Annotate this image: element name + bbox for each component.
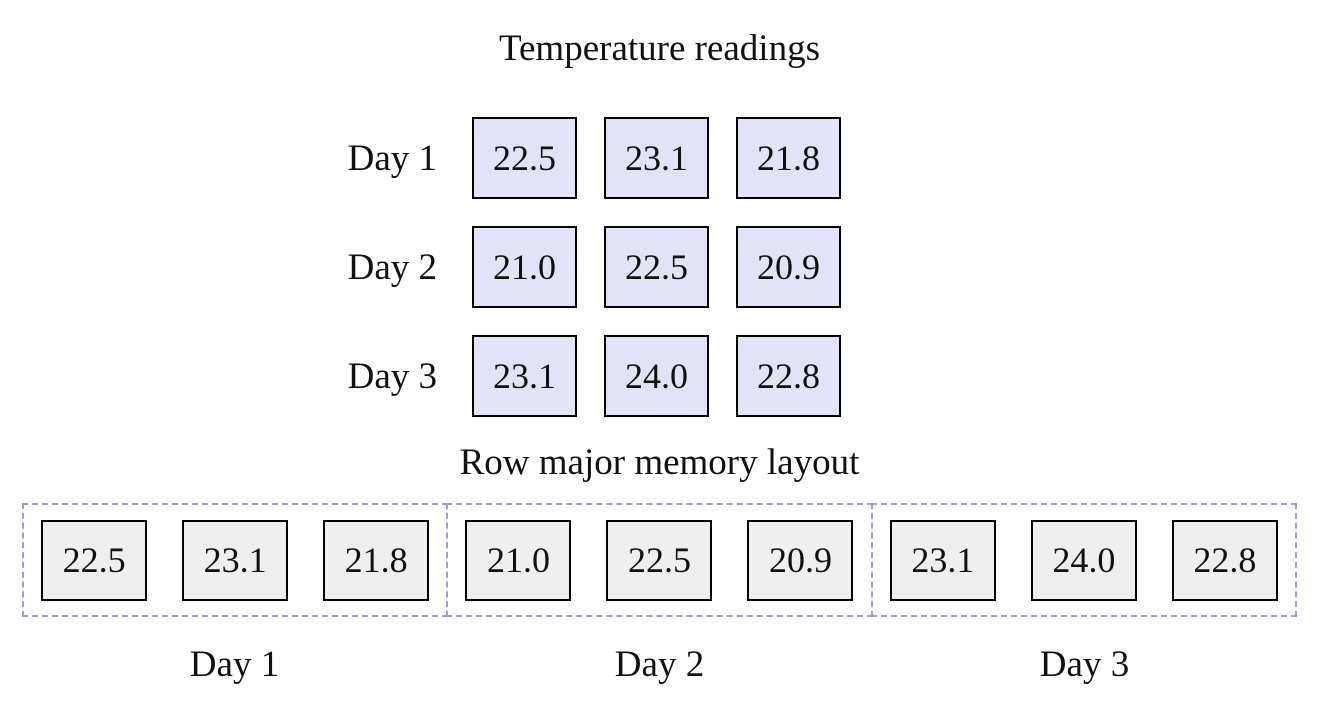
memory-strip: 22.5 23.1 21.8 21.0 22.5 20.9 23.1 24.0 …	[22, 503, 1297, 617]
matrix-cell: 24.0	[604, 335, 709, 417]
matrix-cell: 21.0	[472, 226, 577, 308]
matrix-cell: 22.5	[472, 117, 577, 199]
matrix-cell: 20.9	[736, 226, 841, 308]
memory-cell: 23.1	[889, 519, 996, 601]
matrix-cell: 22.5	[604, 226, 709, 308]
matrix-row-label: Day 3	[347, 355, 437, 397]
memory-cell: 23.1	[182, 519, 289, 601]
memory-cell: 21.0	[465, 519, 572, 601]
memory-section-title: Row major memory layout	[459, 442, 860, 483]
memory-cell: 21.8	[323, 519, 430, 601]
matrix-cell: 23.1	[604, 117, 709, 199]
memory-group-day2: 21.0 22.5 20.9	[446, 503, 873, 617]
memory-group-caption: Day 1	[189, 644, 280, 685]
matrix-row-day2: Day 2 21.0 22.5 20.9	[340, 226, 841, 308]
memory-cell: 20.9	[747, 519, 854, 601]
memory-cell: 22.5	[41, 519, 148, 601]
matrix-cell: 22.8	[736, 335, 841, 417]
memory-group-captions: Day 1 Day 2 Day 3	[22, 646, 1297, 683]
memory-group-day1: 22.5 23.1 21.8	[22, 503, 449, 617]
memory-group-caption: Day 3	[1039, 644, 1130, 685]
matrix-row-label: Day 1	[347, 137, 437, 179]
matrix-row-day3: Day 3 23.1 24.0 22.8	[340, 335, 841, 417]
memory-group-caption: Day 2	[614, 644, 705, 685]
memory-cell: 24.0	[1030, 519, 1137, 601]
memory-group-day3: 23.1 24.0 22.8	[870, 503, 1297, 617]
matrix-section-title: Temperature readings	[498, 28, 820, 69]
matrix-row-label: Day 2	[347, 246, 437, 288]
matrix-cell: 21.8	[736, 117, 841, 199]
matrix-cell: 23.1	[472, 335, 577, 417]
memory-cell: 22.5	[606, 519, 713, 601]
memory-cell: 22.8	[1171, 519, 1278, 601]
matrix-row-day1: Day 1 22.5 23.1 21.8	[340, 117, 841, 199]
